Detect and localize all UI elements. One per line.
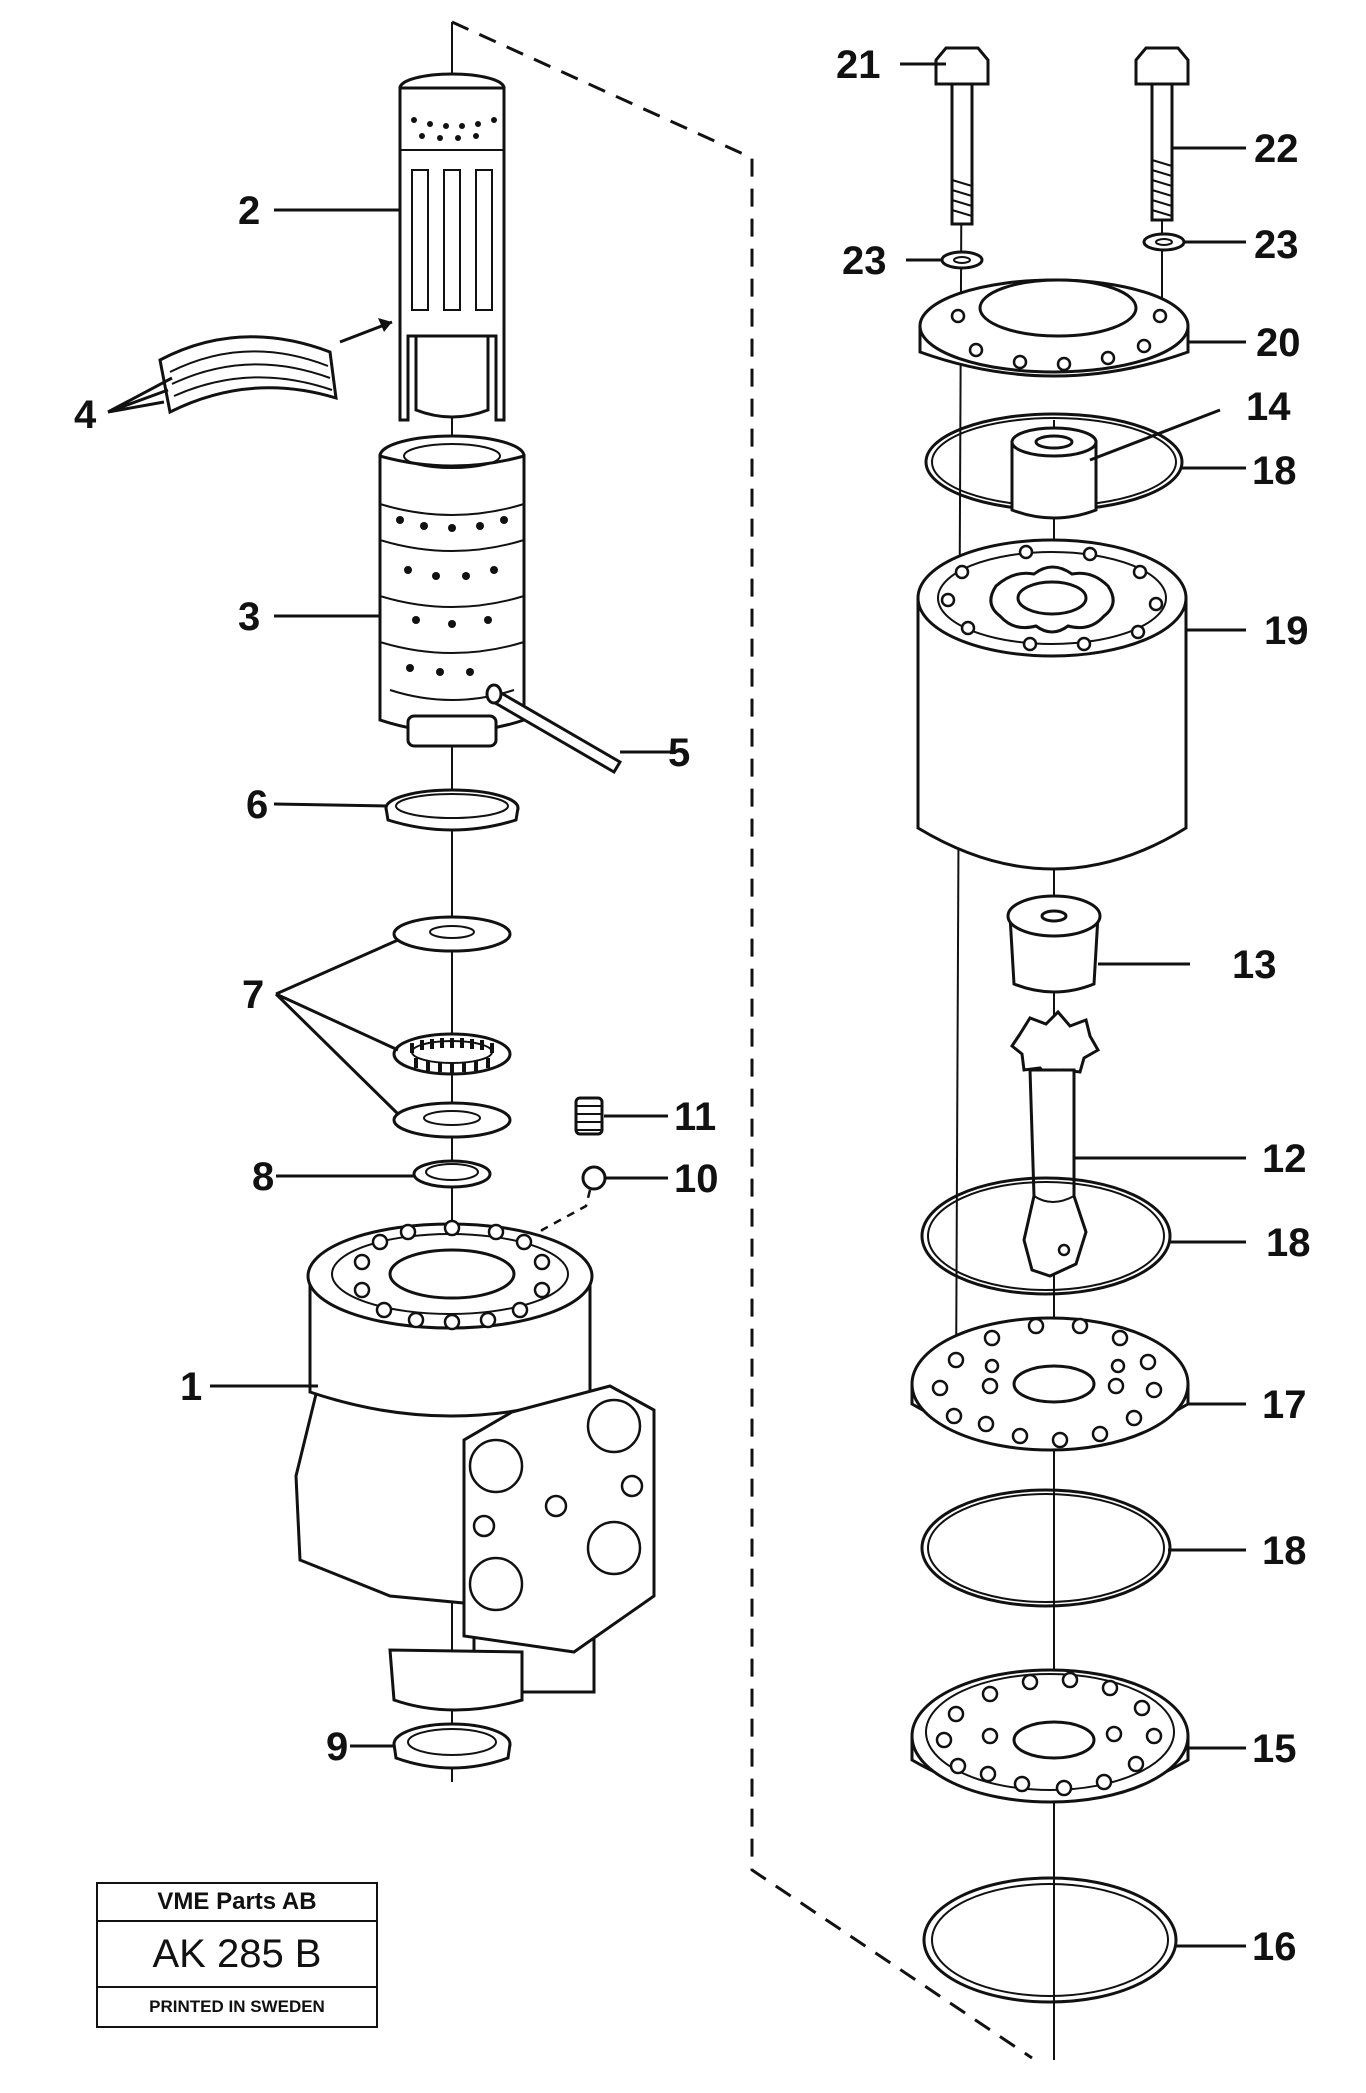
callout-18-top: 18	[1252, 449, 1297, 493]
part-17-distributor-plate	[910, 1316, 1190, 1452]
callout-8: 8	[252, 1155, 274, 1199]
leader-lines	[107, 62, 1246, 1948]
part-19-gear-set	[916, 538, 1188, 871]
part-23-washers	[940, 232, 1186, 270]
part-22-bolt	[1134, 46, 1190, 222]
part-1-valve-housing	[294, 1219, 656, 1712]
part-4-centring-springs	[158, 318, 393, 415]
part-15-valve-plate	[910, 1668, 1190, 1804]
callout-12: 12	[1262, 1137, 1307, 1181]
part-5-pin	[485, 683, 623, 775]
assembly-group-dashed-line	[451, 20, 1033, 2060]
title-block-printed-note: PRINTED IN SWEDEN	[149, 1997, 325, 2016]
callout-labels: 1 2 3 4 5 6 7 8 9 10 11 12 13 14 15 16 1…	[74, 43, 1311, 1969]
part-18-o-ring-lower	[920, 1488, 1172, 1608]
callout-10: 10	[674, 1157, 719, 1201]
part-7-bearing-washers	[392, 915, 512, 1139]
callout-17: 17	[1262, 1383, 1307, 1427]
part-12-drive-shaft	[1009, 1009, 1101, 1278]
callout-3: 3	[238, 595, 260, 639]
part-6-ring	[384, 788, 520, 832]
callout-21: 21	[836, 43, 881, 87]
callout-19: 19	[1264, 609, 1309, 653]
callout-5: 5	[668, 731, 690, 775]
part-14-spacer	[1010, 426, 1098, 520]
part-8-seal-ring	[412, 1159, 492, 1189]
part-2-spool	[398, 72, 506, 422]
callout-4: 4	[74, 393, 97, 437]
title-block-company: VME Parts AB	[98, 1884, 376, 1922]
part-9-dust-seal	[392, 1722, 512, 1770]
callout-15: 15	[1252, 1727, 1297, 1771]
callout-9: 9	[326, 1725, 348, 1769]
callout-2: 2	[238, 189, 260, 233]
part-16-seal-ring	[922, 1876, 1178, 2004]
part-13-bushing	[1006, 894, 1102, 994]
callout-6: 6	[246, 783, 268, 827]
callout-18-lower: 18	[1262, 1529, 1307, 1573]
callout-13: 13	[1232, 943, 1277, 987]
title-block-drawing-code: AK 285 B	[98, 1922, 376, 1988]
callout-23-right: 23	[1254, 223, 1299, 267]
callout-14: 14	[1246, 385, 1291, 429]
callout-11: 11	[674, 1095, 716, 1139]
part-20-end-cover	[918, 278, 1190, 378]
part-11-plug	[574, 1096, 604, 1136]
callout-20: 20	[1256, 321, 1301, 365]
callout-23-left: 23	[842, 239, 887, 283]
part-3-sleeve	[378, 434, 526, 748]
callout-18-middle: 18	[1266, 1221, 1311, 1265]
callout-16: 16	[1252, 1925, 1297, 1969]
part-18-o-ring-middle	[920, 1176, 1172, 1296]
part-21-bolt	[934, 46, 990, 226]
callout-1: 1	[180, 1365, 202, 1409]
callout-7: 7	[242, 973, 264, 1017]
callout-22: 22	[1254, 127, 1299, 171]
title-block: VME Parts AB AK 285 B PRINTED IN SWEDEN	[96, 1882, 378, 2028]
